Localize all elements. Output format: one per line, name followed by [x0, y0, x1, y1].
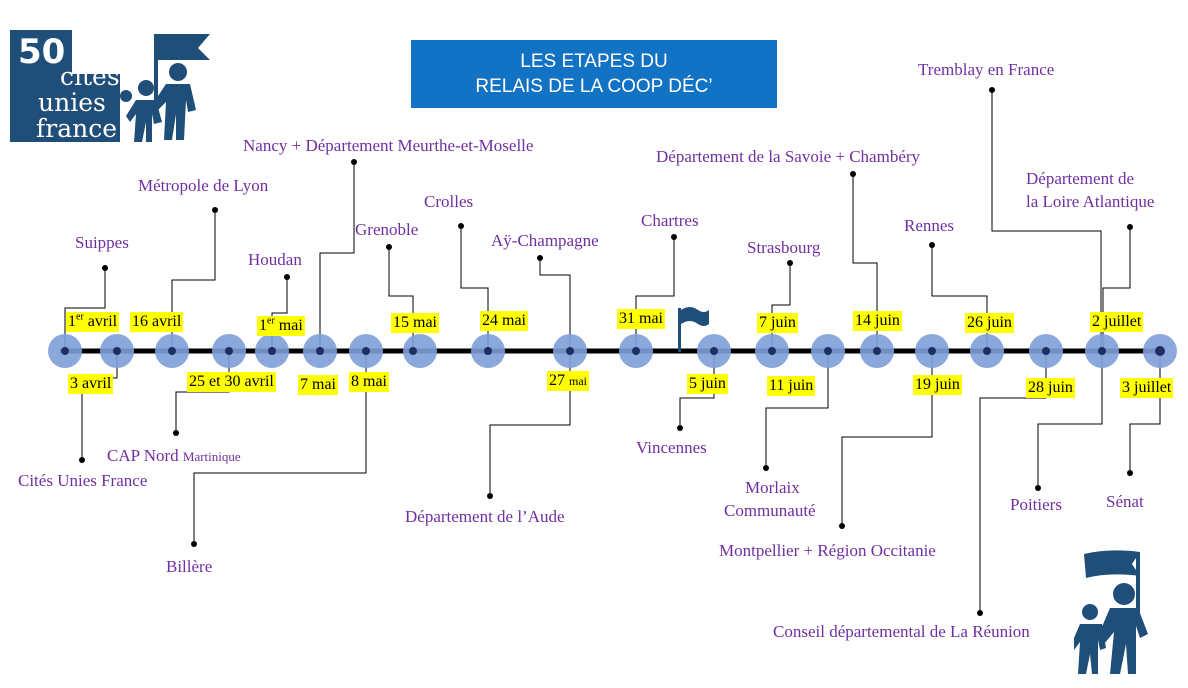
logo: 50 cités unies france: [8, 28, 128, 144]
date-7-juin: 7 juin: [757, 313, 798, 333]
place-crolles: Crolles: [424, 192, 474, 211]
date-19-juin: 19 juin: [913, 375, 962, 395]
date-3-juillet: 3 juillet: [1120, 378, 1174, 398]
place-rennes: Rennes: [904, 216, 955, 235]
date-1-avril-num: 1: [68, 313, 76, 330]
place-poitiers: Poitiers: [1010, 495, 1062, 514]
logo-word-unies: unies: [38, 88, 106, 117]
place-cap-nord: CAP Nord Martinique: [107, 446, 241, 467]
date-26-juin: 26 juin: [965, 313, 1014, 333]
title-box: LES ETAPES DU RELAIS DE LA COOP DÉC’: [411, 40, 777, 108]
place-billere: Billère: [166, 557, 213, 576]
place-morlaix-2: Communauté: [724, 501, 816, 520]
date-24-mai: 24 mai: [480, 311, 528, 331]
date-1-mai-num: 1: [259, 317, 267, 334]
place-savoie: Département de la Savoie + Chambéry: [656, 147, 921, 166]
place-nancy: Nancy + Département Meurthe-et-Moselle: [243, 136, 534, 155]
place-vincennes: Vincennes: [636, 438, 707, 457]
place-montpellier: Montpellier + Région Occitanie: [719, 541, 936, 560]
place-suippes: Suippes: [75, 233, 129, 252]
date-7-mai: 7 mai: [298, 375, 338, 395]
place-aude: Département de l’Aude: [405, 507, 565, 526]
date-1-mai-month: mai: [278, 317, 303, 334]
connector-dots: [79, 87, 1133, 616]
place-tremblay: Tremblay en France: [918, 60, 1055, 79]
date-1-avril-sup: er: [76, 311, 84, 323]
place-cites-unies-france: Cités Unies France: [18, 471, 148, 490]
date-5-juin: 5 juin: [687, 374, 728, 394]
title-line-1: LES ETAPES DU: [520, 51, 668, 72]
place-chartres: Chartres: [641, 211, 699, 230]
date-11-juin: 11 juin: [767, 376, 816, 396]
place-senat: Sénat: [1106, 492, 1144, 511]
connector-lines: [64, 90, 1161, 613]
place-houdan: Houdan: [248, 250, 302, 269]
logo-word-france: france: [36, 114, 118, 143]
date-15-mai: 15 mai: [391, 313, 439, 333]
date-28-juin: 28 juin: [1026, 378, 1075, 398]
date-2-juillet: 2 juillet: [1090, 312, 1144, 332]
logo-word-cites: cités: [60, 62, 120, 91]
place-reunion: Conseil départemental de La Réunion: [773, 622, 1030, 641]
timeline-node-centers: [61, 346, 1165, 356]
logo-people-icon: [120, 34, 210, 142]
date-31-mai: 31 mai: [617, 309, 665, 329]
place-morlaix-1: Morlaix: [745, 478, 800, 497]
date-1-avril: 1er avril: [66, 311, 120, 332]
logo-number: 50: [18, 32, 66, 72]
date-25-30-avril: 25 et 30 avril: [187, 372, 276, 392]
place-loire-2: la Loire Atlantique: [1026, 192, 1155, 211]
date-27-mai-num: 27: [549, 372, 565, 389]
place-strasbourg: Strasbourg: [747, 238, 821, 257]
date-14-juin: 14 juin: [853, 311, 902, 331]
place-loire-1: Département de: [1026, 169, 1135, 188]
place-metropole-lyon: Métropole de Lyon: [138, 176, 269, 195]
people-with-flag-icon: [1074, 550, 1148, 674]
title-line-2: RELAIS DE LA COOP DÉC’: [475, 76, 713, 97]
date-16-avril: 16 avril: [130, 312, 184, 332]
date-8-mai: 8 mai: [349, 372, 389, 392]
logo-background: [10, 30, 120, 142]
date-1-mai: 1er mai: [257, 316, 305, 336]
date-1-mai-sup: er: [267, 315, 275, 327]
flag-icon: [678, 307, 709, 352]
date-1-avril-month: avril: [87, 313, 118, 330]
place-cap-nord-name: CAP Nord: [107, 446, 179, 465]
place-cap-nord-sub: Martinique: [182, 449, 241, 464]
date-27-mai-month: mai: [569, 374, 587, 388]
place-ay-champagne: Aÿ-Champagne: [491, 231, 599, 250]
place-grenoble: Grenoble: [355, 220, 419, 239]
date-3-avril: 3 avril: [68, 374, 114, 394]
date-27-mai: 27 mai: [547, 371, 589, 391]
